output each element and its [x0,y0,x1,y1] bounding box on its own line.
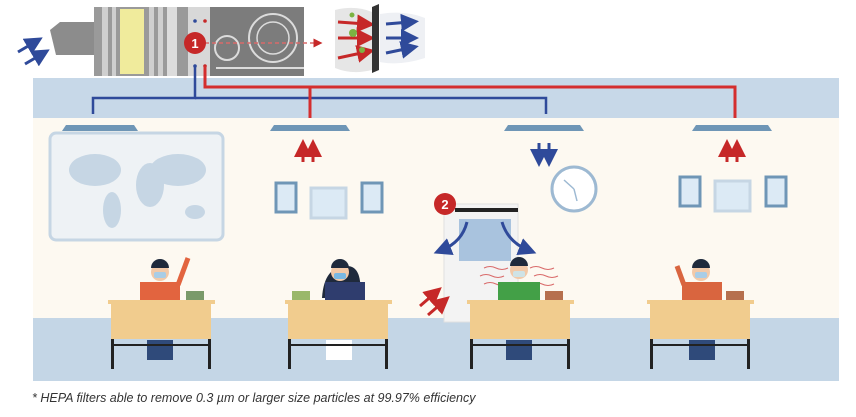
desk-1 [108,291,215,369]
badge-1: 1 [184,32,206,54]
diffuser-1 [62,125,138,131]
hepa-filter-inset [335,4,425,73]
desk-3 [467,291,574,369]
wall-clock [550,165,598,213]
svg-text:1: 1 [191,36,198,51]
diffuser-3 [504,125,584,131]
supply-duct [91,66,548,114]
hepa-footnote: * HEPA filters able to remove 0.3 µm or … [32,391,476,405]
intake-air-arrows [17,37,50,67]
world-map [48,131,225,242]
diffuser-4 [692,125,772,131]
desk-2 [285,291,392,369]
air-handling-unit [50,7,323,76]
return-arrows-2 [294,139,322,162]
svg-text:2: 2 [441,197,448,212]
desk-4 [647,291,754,369]
return-duct [203,66,737,118]
wall-frames-left [274,181,384,220]
badge-2: 2 [434,193,456,215]
wall-frames-right [678,175,788,213]
supply-arrows-3 [530,143,558,167]
return-arrows-4 [718,139,746,162]
student-4 [674,259,722,360]
diffuser-2 [270,125,350,131]
